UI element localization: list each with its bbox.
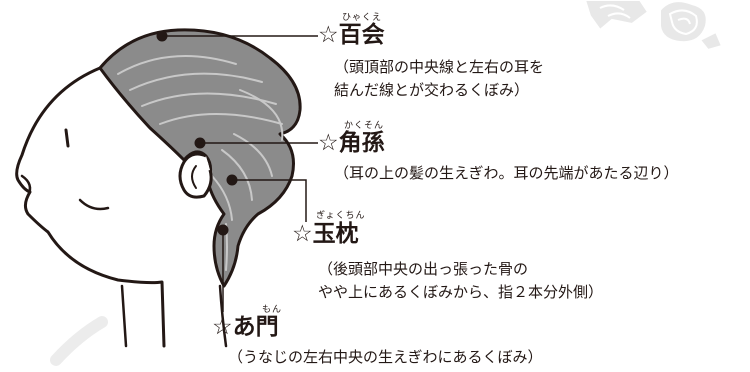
- brush-decoration: [50, 316, 108, 366]
- reading-kakuson: かくそん: [344, 121, 385, 131]
- hair-strands: [117, 55, 284, 271]
- name-amon: あ門: [232, 314, 279, 340]
- mouth: [78, 198, 110, 211]
- eye: [64, 128, 70, 148]
- reading-gyokuchin: ぎょくちん: [316, 211, 366, 221]
- description-gyokuchin: （後頭部中央の出っ張った骨の やや上にあるくぼみから、指２本分外側）: [318, 258, 603, 304]
- name-kakuson: 角孫: [338, 130, 385, 156]
- ear: [178, 152, 213, 199]
- rose-decoration-right: [659, 0, 724, 52]
- description-hyakue-line-1: （頭頂部の中央線と左右の耳を: [334, 58, 545, 76]
- description-kakuson-line-1: （耳の上の髪の生えぎわ。耳の先端があたる辺り）: [334, 164, 679, 182]
- neck-front: [120, 284, 128, 348]
- label-gyokuchin: ☆玉枕: [292, 221, 359, 247]
- description-kakuson: （耳の上の髪の生えぎわ。耳の先端があたる辺り）: [334, 162, 679, 185]
- ear-inner: [191, 165, 197, 189]
- description-gyokuchin-line-1: （後頭部中央の出っ張った骨の: [318, 260, 529, 278]
- star-icon: ☆: [212, 314, 233, 340]
- neck-back: [218, 284, 228, 348]
- description-amon: （うなじの左右中央の生えぎわにあるくぼみ）: [228, 346, 543, 369]
- description-amon-line-1: （うなじの左右中央の生えぎわにあるくぼみ）: [228, 348, 543, 366]
- star-icon: ☆: [318, 130, 339, 156]
- star-icon: ☆: [318, 22, 339, 48]
- name-hyakue: 百会: [338, 22, 385, 48]
- label-hyakue: ☆百会: [318, 22, 385, 48]
- description-gyokuchin-line-2: やや上にあるくぼみから、指２本分外側）: [318, 283, 604, 301]
- label-amon: ☆あ門: [212, 314, 279, 340]
- star-icon: ☆: [292, 221, 313, 247]
- rose-decoration-left: [583, 0, 650, 32]
- face-outline: [15, 66, 166, 348]
- reading-hyakue: ひゃくえ: [342, 13, 383, 23]
- description-hyakue: （頭頂部の中央線と左右の耳を 結んだ線とが交わるくぼみ）: [334, 56, 544, 102]
- description-hyakue-line-2: 結んだ線とが交わるくぼみ）: [334, 81, 530, 99]
- label-kakuson: ☆角孫: [318, 130, 385, 156]
- nose: [20, 174, 32, 198]
- name-gyokuchin: 玉枕: [312, 221, 359, 247]
- leader-line-gyokuchin: [232, 179, 307, 222]
- reading-amon: もん: [262, 305, 283, 315]
